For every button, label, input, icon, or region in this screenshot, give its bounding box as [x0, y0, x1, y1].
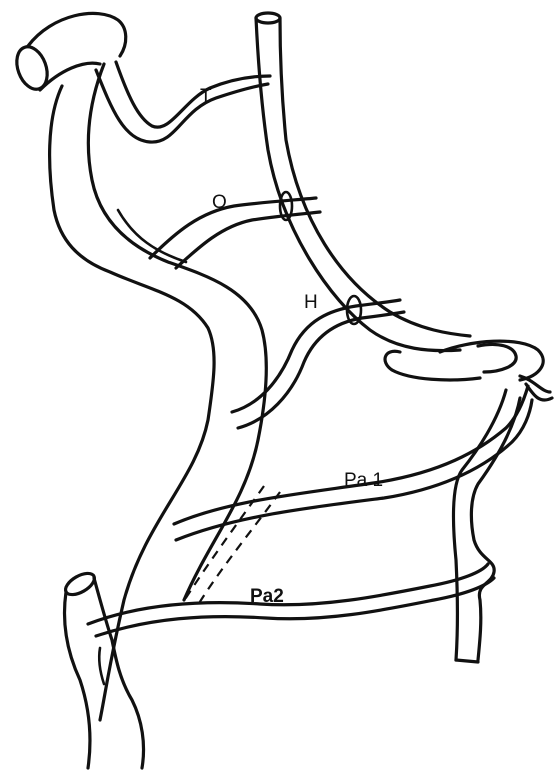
label-pa2: Pa2: [250, 586, 284, 607]
upper-left-vessel-end: [11, 13, 125, 93]
label-h: H: [304, 292, 318, 313]
t-branch: [96, 62, 270, 142]
label-t: T: [200, 86, 212, 107]
h-branch: [232, 296, 404, 428]
right-descending-vessel: [454, 390, 520, 662]
label-o: O: [212, 192, 227, 213]
lower-left-vessel: [62, 569, 143, 768]
right-vertical-vessel: [256, 13, 470, 351]
label-pa1: Pa 1: [344, 470, 383, 491]
pa2-branch: [88, 564, 494, 636]
